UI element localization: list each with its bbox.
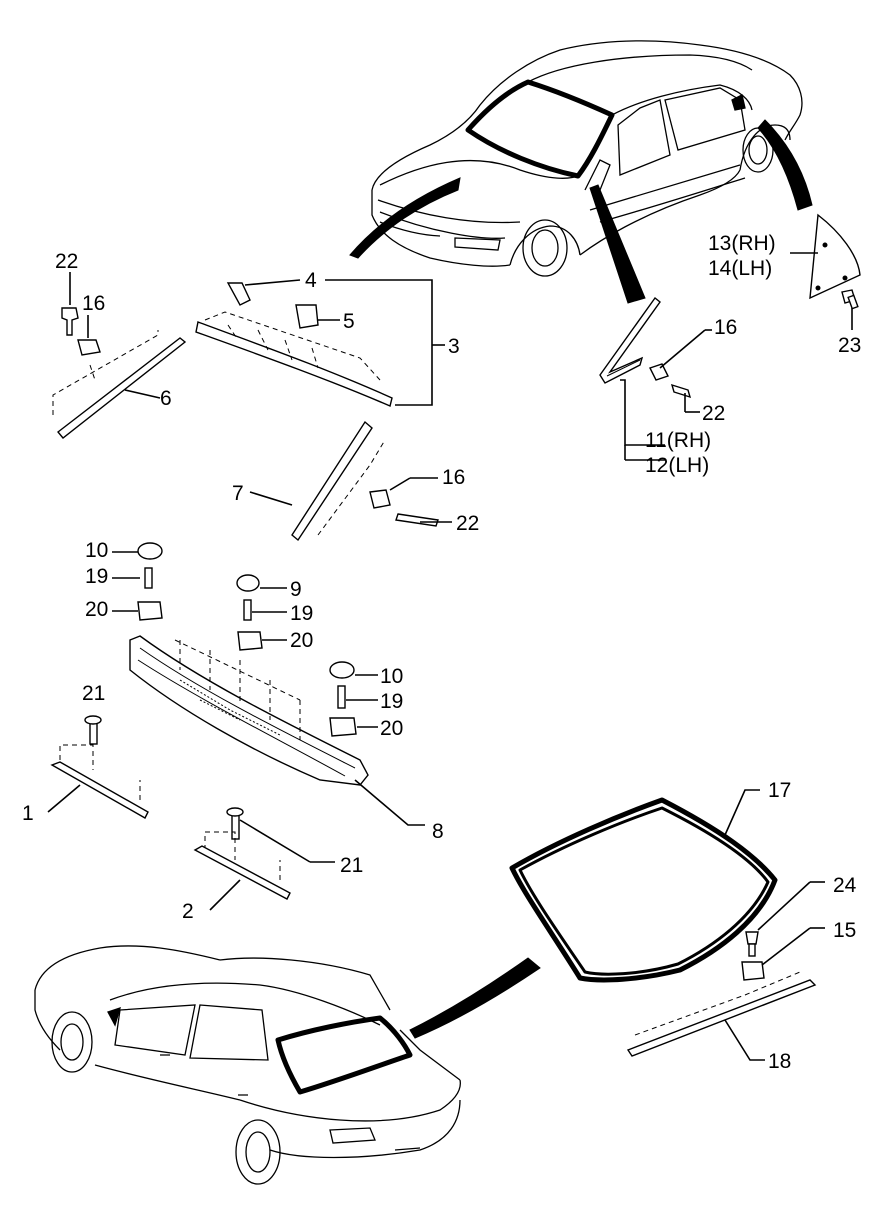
label-4: 4	[305, 269, 317, 292]
rear-car-illustration	[34, 945, 461, 1185]
nut-20-center	[237, 631, 263, 651]
pointer-a-pillar	[589, 184, 646, 304]
quarter-glass-part	[790, 213, 861, 310]
clip-16-left	[77, 339, 101, 356]
molding-18	[626, 979, 817, 1057]
nut-20-right	[329, 717, 357, 737]
pointer-windshield	[349, 177, 461, 259]
label-21-right: 21	[340, 854, 363, 877]
label-20-right: 20	[380, 717, 403, 740]
cap-9	[236, 574, 260, 592]
bracket-1	[50, 761, 149, 819]
screw-21-center	[231, 814, 240, 840]
label-10-right: 10	[380, 665, 403, 688]
label-7: 7	[232, 482, 244, 505]
label-6: 6	[160, 387, 172, 410]
label-17: 17	[768, 779, 791, 802]
label-21-left: 21	[82, 682, 105, 705]
nut-20-left	[137, 601, 163, 621]
molding-6	[56, 337, 187, 439]
molding-7	[291, 420, 373, 542]
a-pillar-molding-part	[599, 296, 692, 399]
bracket-2	[193, 845, 291, 900]
label-13: 13(RH)	[708, 232, 776, 255]
screw-24	[745, 931, 759, 945]
label-22-right: 22	[702, 402, 725, 425]
label-11: 11(RH)	[645, 429, 711, 452]
label-19-left: 19	[85, 565, 108, 588]
bracket-5	[295, 304, 319, 329]
label-16-left: 16	[82, 292, 105, 315]
rear-window-seal-17	[509, 797, 778, 983]
label-12: 12(LH)	[645, 454, 709, 477]
cap-10-left	[137, 542, 163, 560]
label-15: 15	[833, 919, 856, 942]
label-5: 5	[343, 310, 355, 333]
label-2: 2	[182, 900, 194, 923]
pointer-rear-window	[409, 957, 541, 1039]
label-10-left: 10	[85, 539, 108, 562]
clip-15	[741, 961, 765, 981]
label-16-center: 16	[442, 466, 465, 489]
label-18: 18	[768, 1050, 791, 1073]
pointer-quarter-glass	[757, 119, 813, 211]
screw-19-left	[144, 567, 153, 589]
label-20-left: 20	[85, 598, 108, 621]
cap-10-right	[329, 661, 355, 679]
label-19-center: 19	[290, 602, 313, 625]
label-22-center: 22	[456, 512, 479, 535]
cowl-panel-8	[129, 635, 369, 786]
molding-3	[195, 321, 393, 407]
label-22-left: 22	[55, 250, 78, 273]
label-24: 24	[833, 874, 857, 897]
front-car-illustration	[371, 40, 803, 277]
label-1: 1	[22, 802, 34, 825]
screw-21-left	[89, 721, 98, 745]
screw-22-left	[61, 307, 79, 336]
label-16-right: 16	[714, 316, 737, 339]
screw-22-center	[395, 513, 439, 527]
label-20-center: 20	[290, 629, 313, 652]
label-9: 9	[290, 578, 302, 601]
label-19-right: 19	[380, 690, 403, 713]
clip-16-center	[369, 489, 391, 509]
label-3: 3	[448, 335, 460, 358]
screw-19-center	[243, 599, 252, 621]
rear-window-glass	[275, 1015, 413, 1095]
screw-19-right	[337, 685, 346, 709]
label-14: 14(LH)	[708, 257, 772, 280]
front-windshield-glass	[465, 79, 615, 179]
clip-4	[226, 282, 251, 306]
label-8: 8	[432, 820, 444, 843]
label-23: 23	[838, 334, 861, 357]
